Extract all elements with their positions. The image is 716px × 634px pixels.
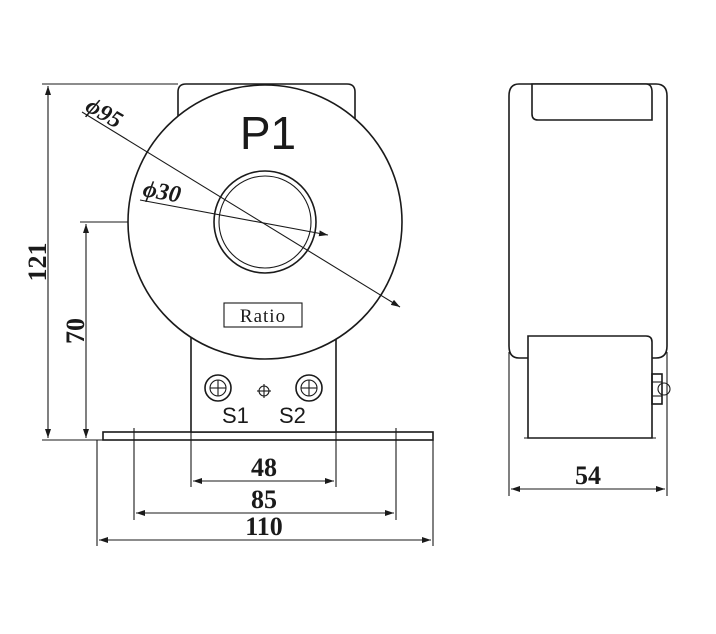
mounting-bracket xyxy=(190,330,337,433)
primary-label: P1 xyxy=(240,107,296,159)
center-marker-icon xyxy=(257,384,271,398)
inner-window-outer xyxy=(213,170,317,274)
nameplate-label: Ratio xyxy=(240,306,286,327)
dim-depth: 54 xyxy=(575,461,601,490)
dim-hole-spacing: 85 xyxy=(251,485,277,514)
terminal-s1-screw xyxy=(204,374,232,402)
front-view: P1 Ratio S1 S2 ϕ95 ϕ30 xyxy=(23,83,434,546)
outer-diameter-leader xyxy=(81,111,401,308)
inner-diameter-leader xyxy=(139,199,329,237)
terminal-s1-label: S1 xyxy=(222,403,249,428)
inner-diameter-label: ϕ30 xyxy=(141,176,183,208)
terminal-s2-label: S2 xyxy=(279,403,306,428)
side-body xyxy=(508,83,668,359)
outer-diameter-label: ϕ95 xyxy=(81,93,127,134)
nameplate-box xyxy=(223,302,303,328)
base-plate xyxy=(102,431,434,441)
side-view: 54 xyxy=(508,83,671,496)
inner-window-inner xyxy=(218,175,312,269)
dim-total-height: 121 xyxy=(23,243,52,282)
side-terminal-block xyxy=(527,335,653,439)
side-top-tab xyxy=(531,83,653,121)
side-bolt-icon xyxy=(651,373,671,405)
dim-mount-height: 70 xyxy=(61,318,90,344)
terminal-s2-screw xyxy=(295,374,323,402)
dim-base-width: 110 xyxy=(245,512,283,541)
dim-bracket-width: 48 xyxy=(251,453,277,482)
